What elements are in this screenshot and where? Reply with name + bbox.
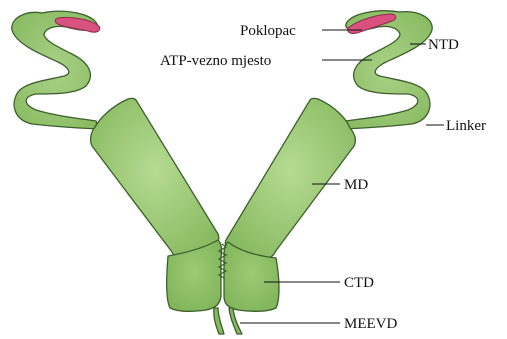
label-linker: Linker xyxy=(446,118,486,134)
label-md: MD xyxy=(344,177,368,193)
label-lid: Poklopac xyxy=(240,23,296,39)
left-meevd-tail xyxy=(214,308,224,334)
label-meevd: MEEVD xyxy=(344,316,397,332)
right-meevd-tail xyxy=(229,308,242,334)
left-md-domain xyxy=(91,98,219,258)
label-ctd: CTD xyxy=(344,275,374,291)
label-ntd: NTD xyxy=(428,37,459,53)
right-md-domain xyxy=(225,98,355,258)
label-atp-site: ATP-vezno mjesto xyxy=(160,53,271,69)
